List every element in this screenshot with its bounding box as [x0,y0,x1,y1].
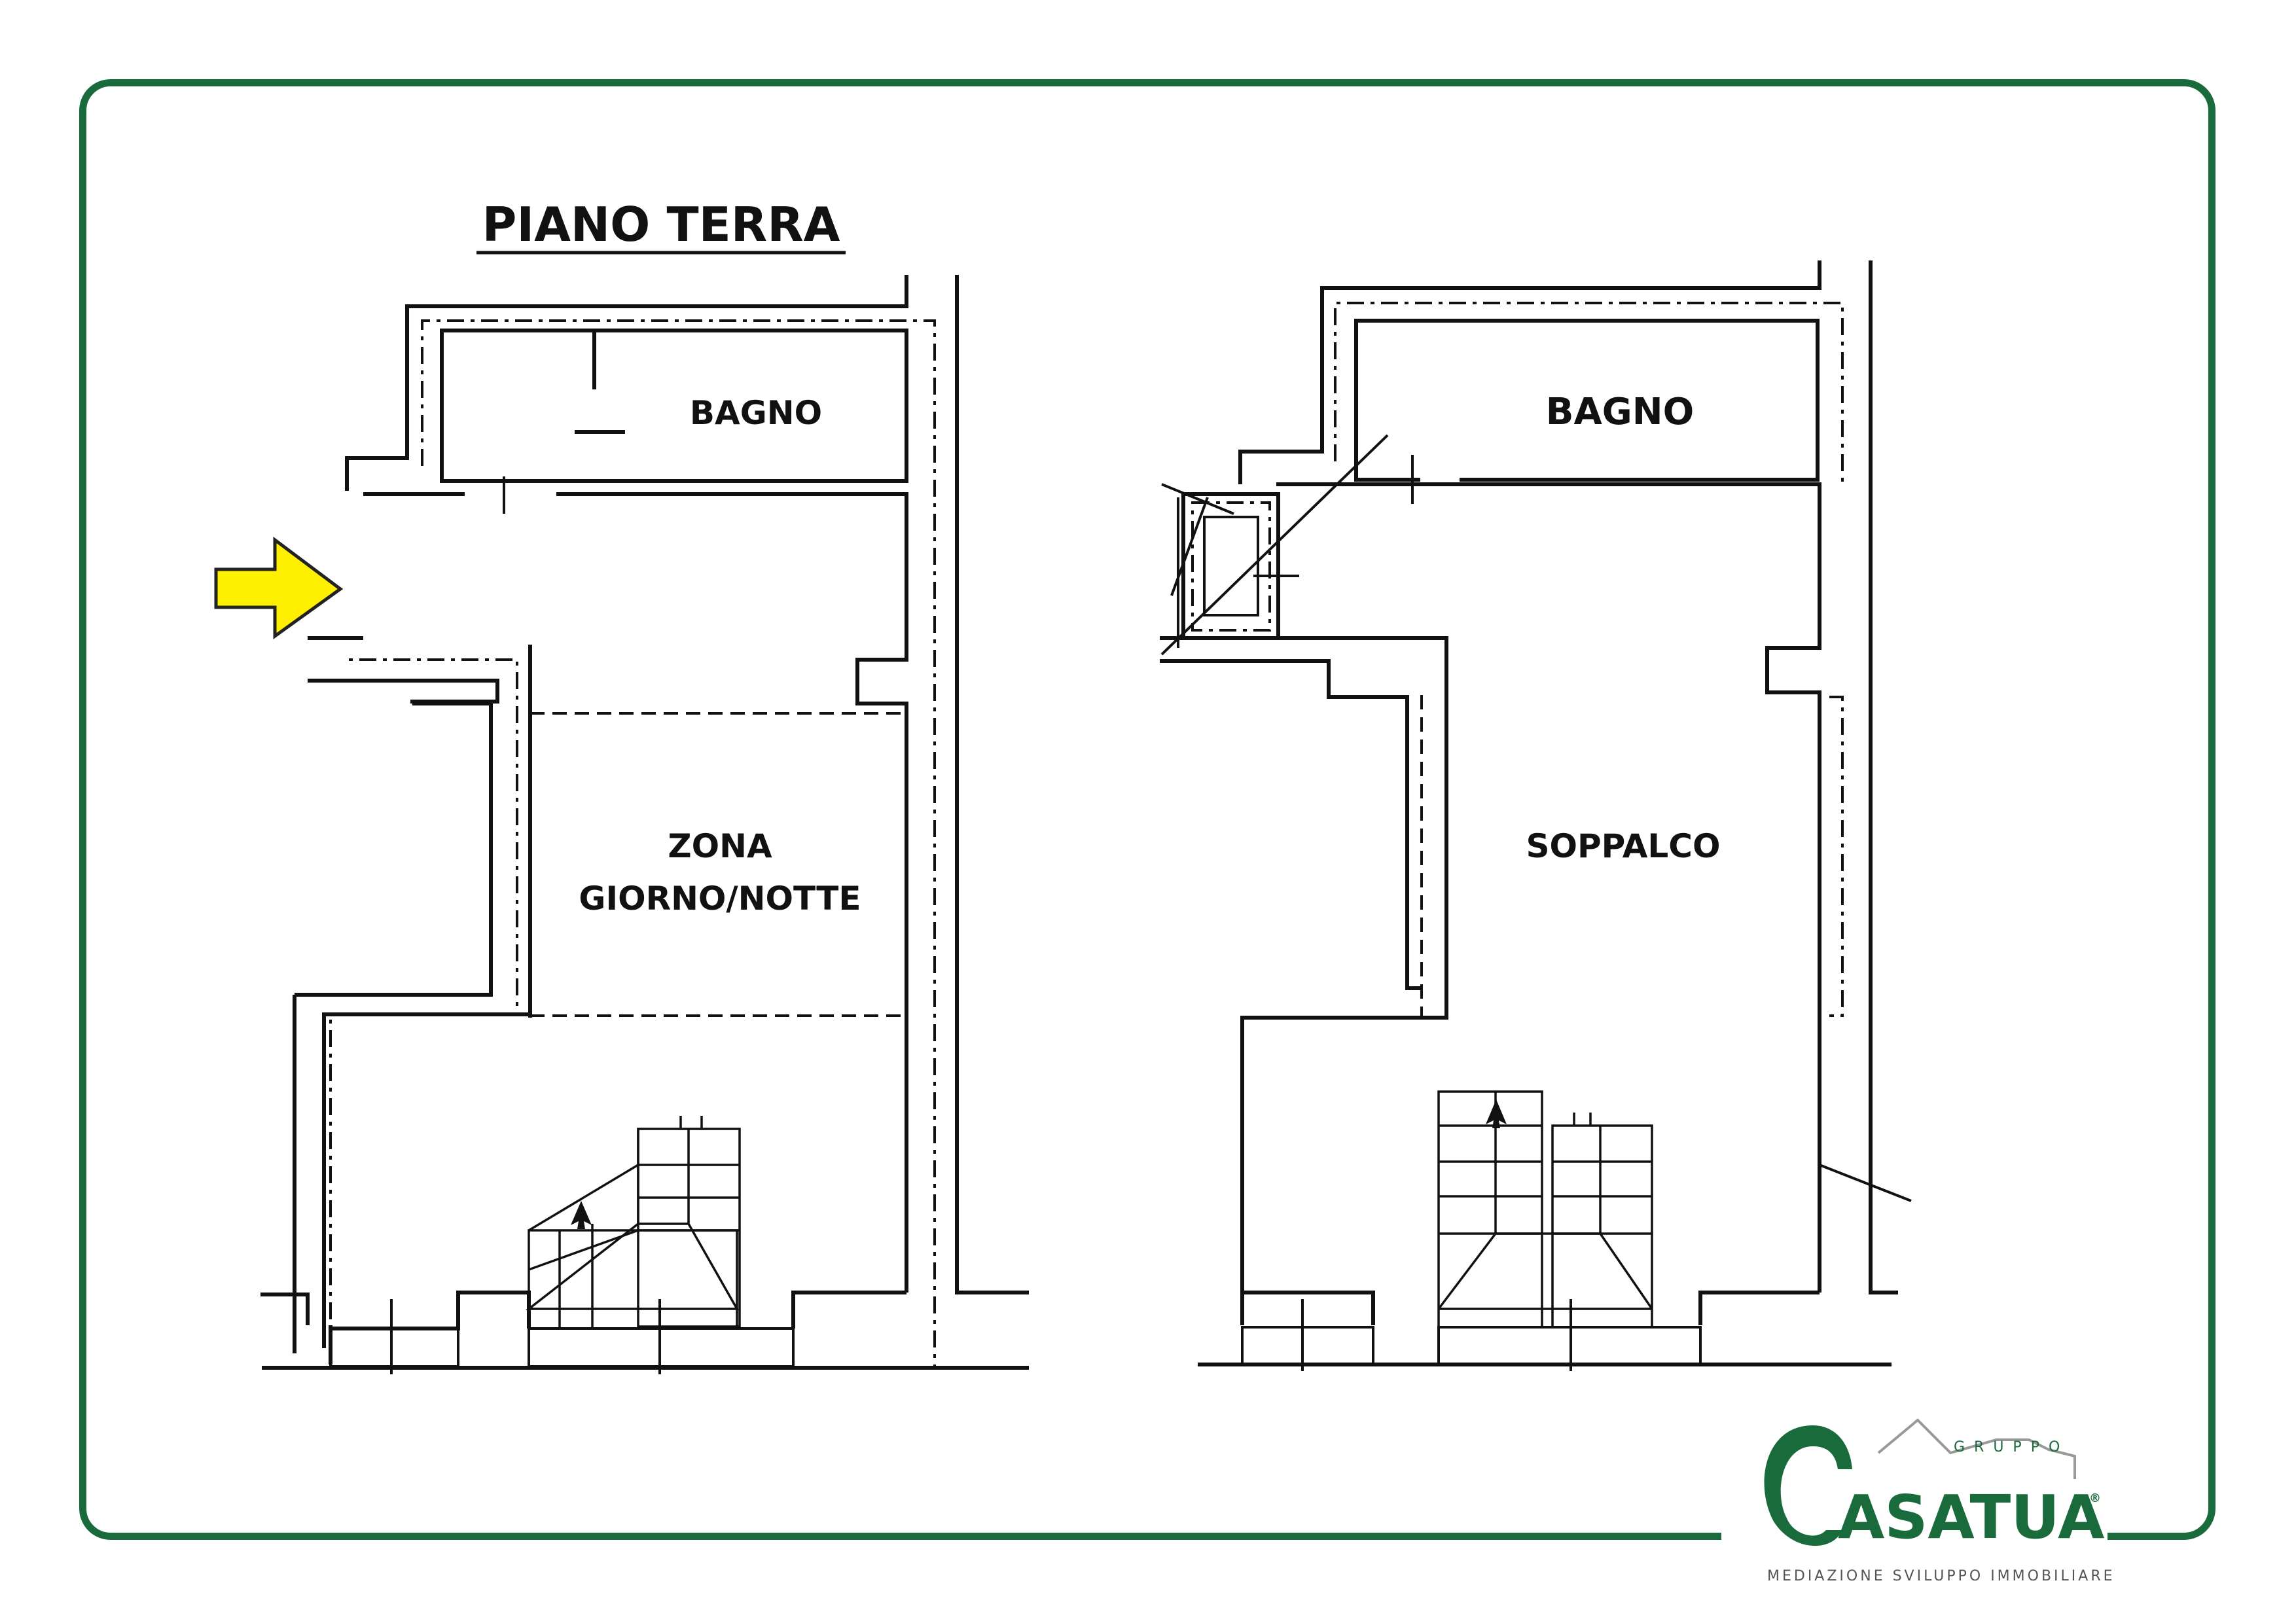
main-wall-right [1276,482,1821,1293]
company-logo: GRUPPO ASATUA ® MEDIAZIONE SVILUPPO IMMO… [1721,1418,2115,1584]
bottom-facade [331,1291,906,1330]
plan-title: PIANO TERRA [482,197,840,252]
outer-wall-right [955,275,1029,1294]
room-label-bagno-right: BAGNO [1546,391,1694,433]
entrance-arrow-icon [214,537,344,639]
stair-arrow-icon [571,1201,592,1229]
plan-soppalco: BAGNO SOPPALCO [1160,260,1912,1371]
logo-backdrop [1721,1476,2108,1554]
roof-line [1819,1164,1912,1202]
page-frame [79,79,2215,1540]
stair-arrow-icon [1486,1099,1507,1128]
plan-piano-terra: PIANO TERRA BAGNO ZONA GIORNO/NOTTE [214,197,1029,1374]
logo-brand-text: ASATUA [1838,1482,2104,1552]
logo-swirl-icon [1764,1425,1852,1546]
demolition-block [1160,434,1389,656]
outer-wall-top [345,275,908,491]
outer-wall-top-right [1238,260,1821,484]
bottom-wall [260,1293,1029,1370]
logo-roof-outline [1877,1418,2076,1479]
entrance-wall-upper [363,492,908,1293]
boundary-line-top-right [1334,302,1844,488]
boundary-line-right-right [1829,696,1844,1017]
logo-group-text: GRUPPO [1954,1439,2069,1455]
staircase-right [1437,1090,1653,1329]
boundary-line-top [421,319,936,1368]
staircase-left [525,1116,741,1330]
left-wall-right [1160,636,1448,1322]
entrance-wall-lower [308,636,499,704]
window-left [329,1327,459,1368]
room-label-zona: ZONA [668,827,772,865]
logo-tagline: MEDIAZIONE SVILUPPO IMMOBILIARE [1767,1568,2115,1584]
outer-wall-right-right [1869,260,1898,1294]
room-label-bagno: BAGNO [690,394,822,432]
room-label-giorno-notte: GIORNO/NOTTE [579,880,861,918]
door-opening [1420,471,1460,484]
room-label-soppalco: SOPPALCO [1526,827,1721,865]
bathroom-walls [440,329,908,483]
window-left-right [1241,1326,1374,1365]
bathroom-walls-right [1354,319,1820,482]
logo-registered-mark: ® [2089,1491,2101,1505]
